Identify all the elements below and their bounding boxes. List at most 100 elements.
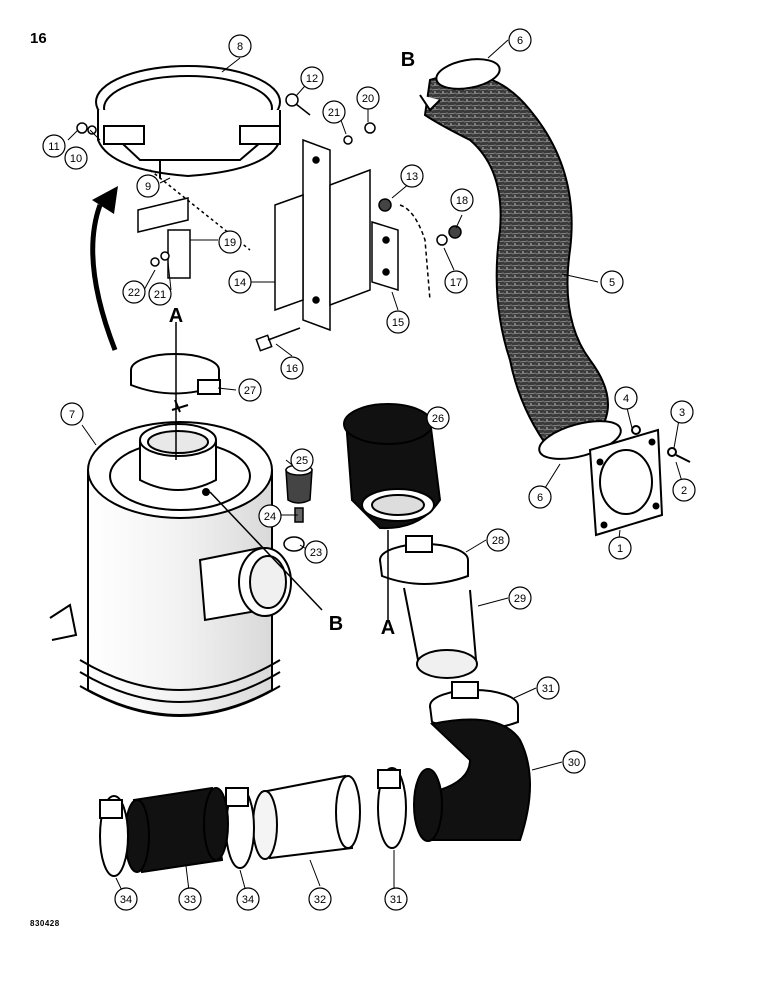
callout-p1: 1: [608, 536, 632, 560]
figure-code: 830428: [30, 919, 60, 928]
callout-label: 31: [390, 894, 402, 906]
callout-p12: 12: [300, 66, 324, 90]
callout-label: 17: [450, 277, 462, 289]
air-cleaner-body: [49, 421, 292, 717]
callout-circle: [60, 402, 84, 426]
callout-label: 22: [128, 287, 140, 299]
callout-circle: [280, 356, 304, 380]
callout-circle: [42, 134, 66, 158]
lower-clamp: [377, 767, 407, 849]
callout-circle: [290, 448, 314, 472]
callout-p18: 18: [450, 188, 474, 212]
callout-label: 34: [242, 894, 254, 906]
callout-p34a: 34: [114, 887, 138, 911]
callout-label: 2: [681, 485, 687, 497]
callout-circle: [486, 528, 510, 552]
callout-label: 15: [392, 317, 404, 329]
callout-p34b: 34: [236, 887, 260, 911]
reference-letter-refB1: B: [401, 49, 415, 71]
callout-p28: 28: [486, 528, 510, 552]
callout-label: 21: [154, 289, 166, 301]
callout-circle: [218, 230, 242, 254]
straight-tube: [252, 774, 361, 860]
callout-p31a: 31: [536, 676, 560, 700]
callout-label: 23: [310, 547, 322, 559]
bolt: [255, 327, 301, 352]
flexible-hose: [419, 58, 622, 460]
callout-p24: 24: [258, 504, 282, 528]
callout-circle: [258, 504, 282, 528]
callout-p23: 23: [304, 540, 328, 564]
callout-circle: [236, 887, 260, 911]
callout-circle: [238, 378, 262, 402]
callout-label: 1: [617, 543, 623, 555]
callout-label: 30: [568, 757, 580, 769]
callout-p32: 32: [308, 887, 332, 911]
lower-elbow: [413, 718, 531, 842]
callout-circle: [122, 280, 146, 304]
callout-circle: [356, 86, 380, 110]
callout-label: 9: [145, 181, 151, 193]
callout-circle: [508, 28, 532, 52]
reference-letter-refA1: A: [169, 305, 183, 327]
reference-letter-refA2: A: [381, 617, 395, 639]
callout-label: 33: [184, 894, 196, 906]
callout-circle: [536, 676, 560, 700]
callout-p16: 16: [280, 356, 304, 380]
callout-circle: [614, 386, 638, 410]
callout-p26: 26: [426, 406, 450, 430]
callout-circle: [308, 887, 332, 911]
callout-p13: 13: [400, 164, 424, 188]
callout-label: 11: [48, 141, 59, 153]
callout-circle: [300, 66, 324, 90]
page-number: 16: [30, 30, 47, 47]
callout-p22: 22: [122, 280, 146, 304]
callout-p30: 30: [562, 750, 586, 774]
reference-letter-refB2: B: [329, 613, 343, 635]
callout-label: 31: [542, 683, 554, 695]
callout-circle: [670, 400, 694, 424]
callout-p33: 33: [178, 887, 202, 911]
callout-p19: 19: [218, 230, 242, 254]
callout-p6b: 6: [528, 485, 552, 509]
callout-p21a: 21: [322, 100, 346, 124]
callout-label: 28: [492, 535, 504, 547]
callout-p21b: 21: [148, 282, 172, 306]
rubber-hose: [124, 786, 229, 874]
callout-group: 1234566789101112131415161718192021212223…: [42, 28, 696, 911]
callout-p7: 7: [60, 402, 84, 426]
callout-p4: 4: [614, 386, 638, 410]
callout-circle: [386, 310, 410, 334]
callout-p3: 3: [670, 400, 694, 424]
callout-p25: 25: [290, 448, 314, 472]
callout-circle: [528, 485, 552, 509]
callout-p5: 5: [600, 270, 624, 294]
callout-label: 25: [296, 455, 308, 467]
callout-p10: 10: [64, 146, 88, 170]
callout-label: 19: [224, 237, 236, 249]
callout-label: 6: [517, 35, 523, 47]
callout-label: 4: [623, 393, 629, 405]
callout-label: 7: [69, 409, 75, 421]
callout-p17: 17: [444, 270, 468, 294]
callout-circle: [426, 406, 450, 430]
callout-circle: [444, 270, 468, 294]
callout-circle: [384, 887, 408, 911]
callout-circle: [322, 100, 346, 124]
reference-letter-group: A A B B: [169, 49, 415, 639]
callout-p31b: 31: [384, 887, 408, 911]
callout-circle: [672, 478, 696, 502]
callout-label: 32: [314, 894, 326, 906]
callout-p15: 15: [386, 310, 410, 334]
rubber-elbow: [343, 403, 442, 530]
dust-cap-parts: [283, 464, 313, 552]
callout-p8: 8: [228, 34, 252, 58]
callout-circle: [600, 270, 624, 294]
callout-label: 5: [609, 277, 615, 289]
callout-p9: 9: [136, 174, 160, 198]
callout-p14: 14: [228, 270, 252, 294]
left-clamp: [99, 795, 129, 877]
callout-circle: [64, 146, 88, 170]
